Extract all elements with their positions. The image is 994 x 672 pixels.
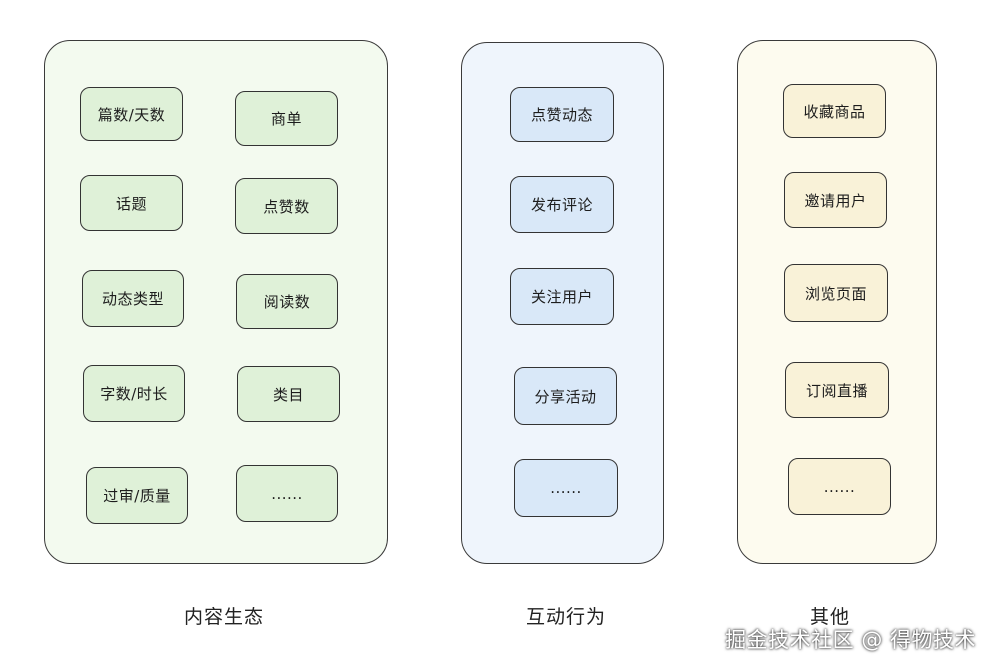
watermark-text: 掘金技术社区 @ 得物技术 [725, 628, 976, 652]
node-more-other: ...... [788, 458, 891, 515]
node-share-activity: 分享活动 [514, 367, 617, 425]
interaction-behavior-label: 互动行为 [525, 606, 606, 628]
node-like-count: 点赞数 [235, 178, 338, 234]
node-posts-per-day: 篇数/天数 [80, 87, 183, 141]
node-favorite-product: 收藏商品 [783, 84, 886, 138]
node-invite-user: 邀请用户 [784, 172, 887, 228]
node-post-comment: 发布评论 [510, 176, 614, 233]
other-label: 其他 [809, 606, 850, 628]
node-like-post: 点赞动态 [510, 87, 614, 142]
node-topics: 话题 [80, 175, 183, 231]
node-subscribe-live: 订阅直播 [785, 362, 889, 418]
node-review-quality: 过审/质量 [86, 467, 188, 524]
node-follow-user: 关注用户 [510, 268, 614, 325]
node-read-count: 阅读数 [236, 274, 338, 329]
node-category: 类目 [237, 366, 340, 422]
node-more-interaction: ...... [514, 459, 618, 517]
node-word-count-duration: 字数/时长 [83, 365, 185, 422]
node-more-content: ...... [236, 465, 338, 522]
content-ecosystem-label: 内容生态 [183, 606, 264, 628]
node-browse-page: 浏览页面 [784, 264, 888, 322]
node-commercial-orders: 商单 [235, 91, 338, 146]
node-post-type: 动态类型 [82, 270, 184, 327]
